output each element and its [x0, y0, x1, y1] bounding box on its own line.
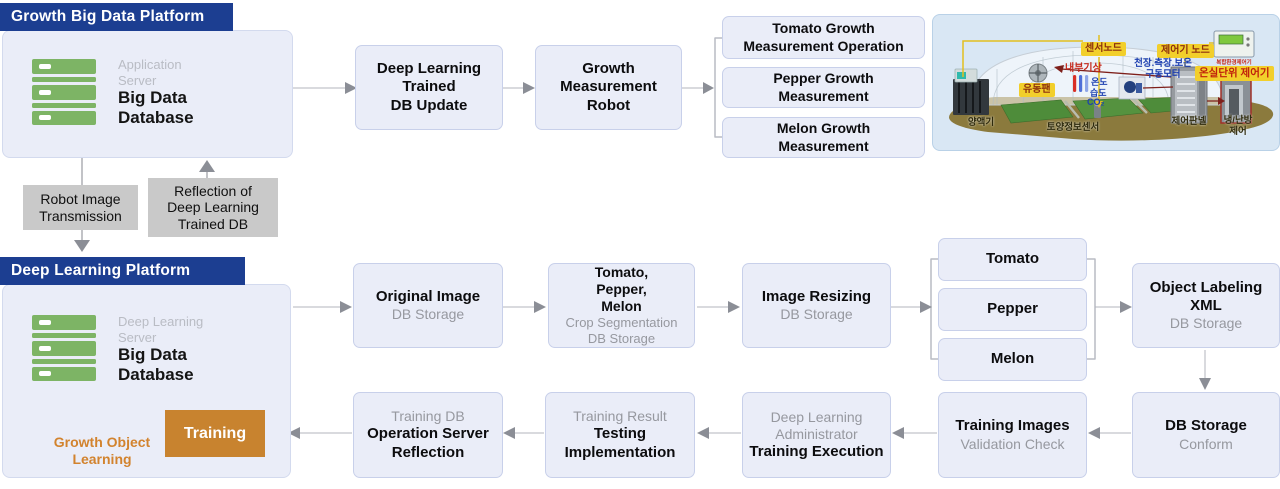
- output-label: Melon Growth Measurement: [776, 120, 871, 154]
- deep-learning-platform-header: Deep Learning Platform: [0, 257, 245, 285]
- nutrient-machine-label: 양액기: [967, 117, 995, 128]
- growth-object-learning-label: Growth Object Learning: [53, 434, 151, 467]
- arrow-heads: [74, 82, 1211, 439]
- flow-box-sub: Crop Segmentation DB Storage: [565, 315, 678, 347]
- training-box: Training: [165, 410, 265, 457]
- control-panel: [1170, 66, 1208, 124]
- growth-big-data-platform-header: Growth Big Data Platform: [0, 3, 233, 31]
- flow-box-crop-segmentation: Tomato, Pepper, Melon Crop Segmentation …: [548, 263, 695, 348]
- crop-box-tomato: Tomato: [938, 238, 1087, 281]
- flow-box-training-execution: Deep Learning Administrator Training Exe…: [742, 392, 891, 478]
- flow-box-sub: Training DB: [391, 408, 465, 425]
- output-label: Pepper Growth Measurement: [773, 70, 874, 104]
- environment-controller-device: [1213, 30, 1255, 58]
- flow-box-operation-server-reflection: Training DB Operation Server Reflection: [353, 392, 503, 478]
- co2-label: CO₂: [1087, 97, 1105, 107]
- flow-box-title: Object Labeling XML: [1149, 278, 1263, 314]
- flow-box-title: DB Storage: [1165, 417, 1247, 435]
- crop-box-pepper: Pepper: [938, 288, 1087, 331]
- flow-box-title: Tomato, Pepper, Melon: [594, 264, 649, 315]
- hvac-label: 냉/난방 제어: [1223, 115, 1253, 137]
- flow-box-sub: DB Storage: [391, 306, 465, 323]
- growth-big-data-platform-title: Growth Big Data Platform: [11, 8, 205, 25]
- crop-beds: [1000, 96, 1196, 124]
- flow-box-sub: Conform: [1179, 435, 1233, 452]
- humidity-label: 습도: [1090, 88, 1107, 98]
- circulation-fan-label: 유동팬: [1019, 83, 1055, 97]
- flow-box-label: Growth Measurement Robot: [560, 60, 657, 114]
- output-box-tomato-growth: Tomato Growth Measurement Operation: [722, 16, 925, 59]
- unit-controller-label: 온실단위 제어기: [1195, 66, 1274, 81]
- circulation-fan-icon: [1028, 63, 1048, 83]
- crop-label: Pepper: [987, 300, 1038, 318]
- flow-box-deep-learning-trained-db-update: Deep Learning Trained DB Update: [355, 45, 503, 130]
- big-data-database-label: Big Data Database: [118, 345, 194, 384]
- nutrient-machine: [953, 68, 989, 115]
- controller-node-label: 제어기 노드: [1157, 44, 1214, 58]
- device-caption: 복합환경제어기: [1216, 60, 1252, 66]
- server-database-icon: [32, 315, 96, 381]
- hvac-unit: [1220, 78, 1252, 124]
- flow-box-training-images-validation: Training Images Validation Check: [938, 392, 1087, 478]
- greenhouse-photo: 센서노드 제어기 노드 내부기상 천장.측장.보온 구동모터 온도 습도 CO₂…: [932, 14, 1280, 151]
- output-label: Tomato Growth Measurement Operation: [743, 20, 904, 54]
- flow-box-sub: DB Storage: [780, 306, 853, 323]
- sensor-node-label: 센서노드: [1081, 42, 1126, 56]
- output-box-melon-growth: Melon Growth Measurement: [722, 117, 925, 158]
- flow-box-title: Training Execution: [749, 442, 884, 460]
- flow-box-title: Operation Server Reflection: [367, 425, 489, 461]
- flow-box-testing-implementation: Training Result Testing Implementation: [545, 392, 695, 478]
- indoor-weather-label: 내부기상: [1065, 63, 1102, 74]
- flow-box-title: Image Resizing: [761, 287, 872, 305]
- yellow-connectors: [962, 35, 1216, 101]
- big-data-database-label: Big Data Database: [118, 88, 194, 127]
- deep-learning-server-label: Deep Learning Server: [118, 314, 204, 345]
- crop-label: Tomato: [985, 250, 1040, 268]
- flow-box-sub: Validation Check: [960, 435, 1065, 452]
- flow-box-label: Deep Learning Trained DB Update: [376, 60, 482, 114]
- flow-box-original-image: Original Image DB Storage: [353, 263, 503, 348]
- robot-image-transmission-label: Robot Image Transmission: [23, 185, 138, 230]
- flow-box-object-labeling-xml: Object Labeling XML DB Storage: [1132, 263, 1280, 348]
- drive-motor: [1118, 76, 1146, 100]
- crop-label: Melon: [990, 350, 1035, 368]
- flow-box-sub: DB Storage: [1169, 315, 1243, 332]
- server-database-icon: [32, 59, 96, 125]
- application-server-label: Application Server: [118, 57, 182, 88]
- flow-box-title: Original Image: [375, 287, 481, 305]
- temperature-label: 온도: [1091, 77, 1108, 87]
- bracket-connectors: [714, 37, 1096, 360]
- flow-box-growth-measurement-robot: Growth Measurement Robot: [535, 45, 682, 130]
- reflection-trained-db-label: Reflection of Deep Learning Trained DB: [148, 178, 278, 237]
- flow-box-title: Testing Implementation: [564, 425, 676, 461]
- output-box-pepper-growth: Pepper Growth Measurement: [722, 67, 925, 108]
- red-connectors: [1060, 68, 1219, 102]
- flow-box-sub: Training Result: [573, 408, 667, 425]
- deep-learning-platform-title: Deep Learning Platform: [11, 262, 191, 279]
- flow-box-image-resizing: Image Resizing DB Storage: [742, 263, 891, 348]
- flow-box-title: Training Images: [955, 417, 1070, 435]
- control-panel-label: 제어판넬: [1171, 116, 1207, 127]
- flow-box-db-storage-conform: DB Storage Conform: [1132, 392, 1280, 478]
- thermometer-icons: [1073, 75, 1089, 92]
- drive-motor-label: 천장.측장.보온 구동모터: [1134, 58, 1192, 80]
- flow-box-sub: Deep Learning Administrator: [770, 408, 863, 442]
- crop-box-melon: Melon: [938, 338, 1087, 381]
- soil-sensor-label: 토양정보센서: [1046, 122, 1100, 133]
